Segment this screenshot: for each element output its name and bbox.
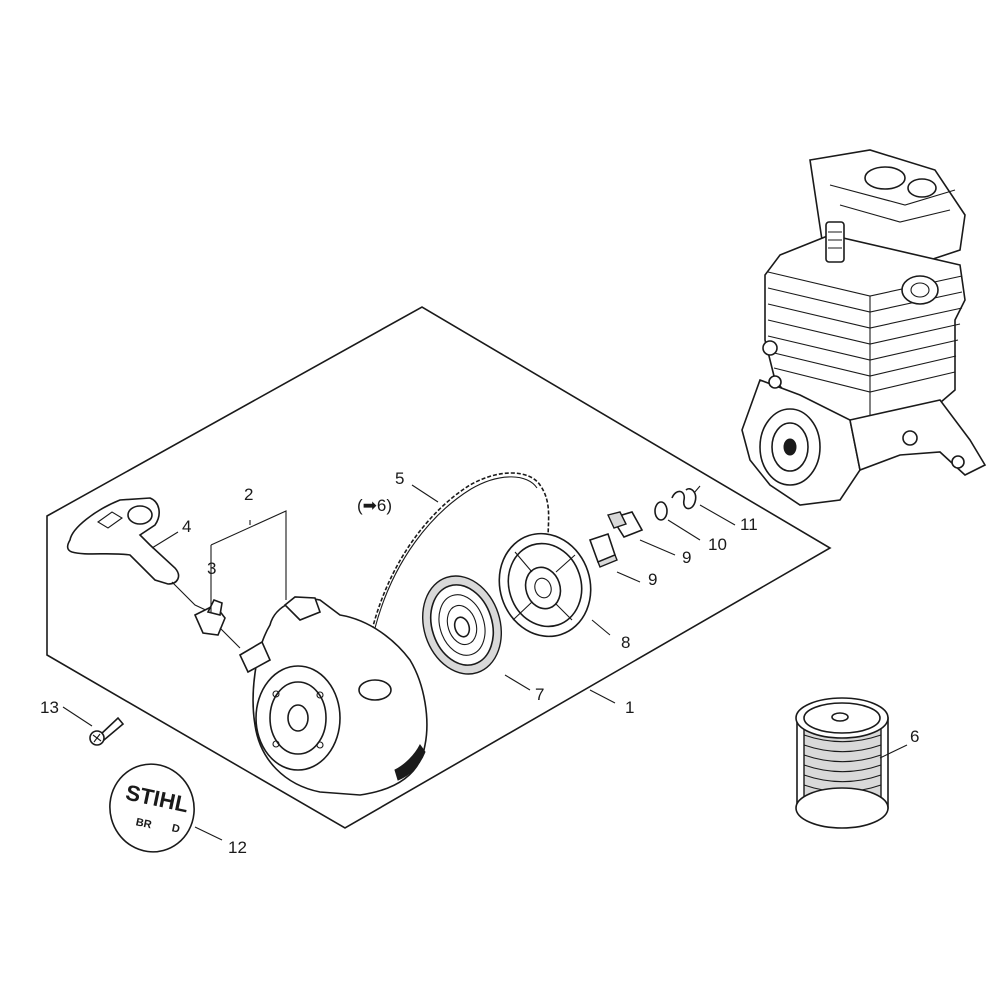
rope-guide-bushing (193, 598, 241, 649)
engine-illustration (741, 149, 987, 506)
callout-5-reference: (➡6) (357, 496, 392, 515)
callout-9-upper: 9 (682, 548, 691, 567)
fan-housing (238, 596, 428, 796)
callout-7: 7 (535, 685, 544, 704)
leader-2 (210, 510, 287, 600)
rope-spool (795, 697, 889, 829)
rope-rotor (498, 532, 592, 638)
callout-9-lower: 9 (648, 570, 657, 589)
leader-6 (879, 744, 908, 759)
leader-5 (411, 484, 439, 503)
leader-12 (194, 826, 223, 841)
spring-clip (671, 487, 697, 510)
leader-9b (616, 571, 641, 583)
leader-11 (699, 504, 736, 526)
washer (654, 501, 668, 521)
assembly-frame (46, 306, 832, 829)
callout-6: 6 (910, 727, 919, 746)
logo-model-right: D (171, 822, 181, 835)
leader-lines (62, 484, 908, 841)
leader-9a (639, 539, 676, 556)
callout-13: 13 (40, 698, 59, 717)
leader-10 (667, 519, 701, 541)
leader-4 (151, 531, 179, 549)
rewind-spring (421, 575, 503, 675)
callout-3: 3 (207, 559, 216, 578)
leader-1 (589, 689, 616, 704)
callout-12: 12 (228, 838, 247, 857)
callout-4: 4 (182, 517, 191, 536)
callout-10: 10 (708, 535, 727, 554)
callout-2: 2 (244, 485, 253, 504)
callout-11: 11 (740, 515, 758, 534)
starter-grip-handle (66, 497, 211, 613)
logo-plate: STIHL BR D (109, 763, 195, 853)
callout-5: 5 (395, 469, 404, 488)
leader-8 (591, 619, 611, 636)
screw (89, 716, 125, 746)
leader-13 (62, 706, 93, 727)
logo-model-left: BR (135, 816, 153, 831)
pawl-lower (588, 532, 618, 568)
starter-rope (371, 472, 550, 631)
pawl-upper (607, 511, 644, 538)
leader-7 (504, 674, 531, 691)
callout-8: 8 (621, 633, 630, 652)
callout-1: 1 (625, 698, 634, 717)
